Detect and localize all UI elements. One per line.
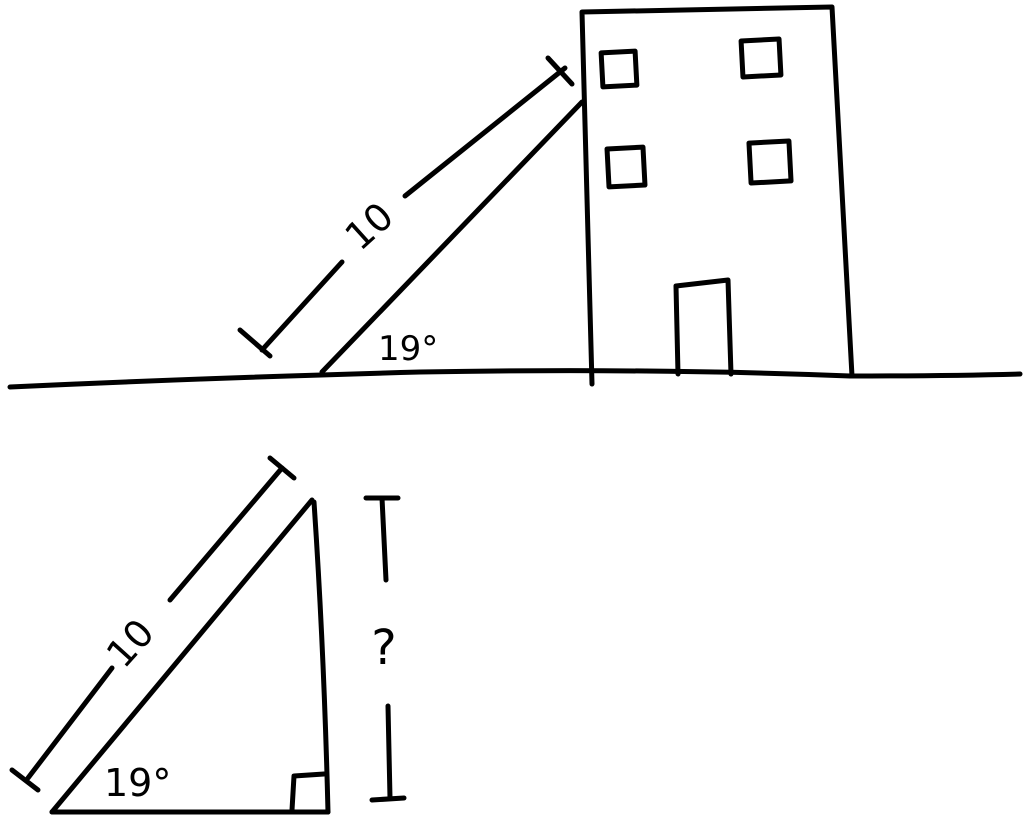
unknown-height-label: ?: [371, 620, 396, 676]
ladder-length-dimension: [237, 55, 575, 359]
building-door: [673, 277, 734, 377]
dimension-end-tick: [369, 795, 407, 803]
building-outline: [579, 4, 855, 387]
dimension-line: [385, 703, 393, 801]
building-window: [738, 36, 784, 80]
triangle-vertical-side: [311, 499, 331, 815]
building-window: [746, 138, 794, 186]
triangle-angle-label: 19°: [104, 761, 171, 805]
ladder-length-label: 10: [337, 194, 402, 259]
dimension-end-tick: [237, 327, 273, 359]
building-window: [604, 144, 648, 190]
right-triangle: 10 19° ?: [9, 455, 407, 815]
ladder-angle-label: 19°: [378, 329, 438, 369]
triangle-hypotenuse: [49, 497, 315, 815]
ground-line: [7, 368, 1023, 390]
hypotenuse-dimension: [9, 455, 297, 793]
dimension-end-tick: [545, 55, 575, 87]
dimension-line: [402, 65, 568, 199]
dimension-line: [167, 465, 285, 603]
dimension-line: [379, 495, 389, 583]
building: [579, 4, 855, 387]
dimension-end-tick: [267, 455, 297, 481]
ladder: [319, 99, 585, 375]
top-scene: 10 19°: [7, 4, 1023, 390]
hypotenuse-label: 10: [98, 611, 163, 676]
right-angle-marker: [289, 771, 327, 813]
dimension-end-tick: [9, 767, 41, 793]
dimension-line: [259, 259, 345, 353]
height-dimension: [363, 495, 407, 803]
building-window: [598, 48, 640, 90]
dimension-line: [25, 665, 115, 781]
